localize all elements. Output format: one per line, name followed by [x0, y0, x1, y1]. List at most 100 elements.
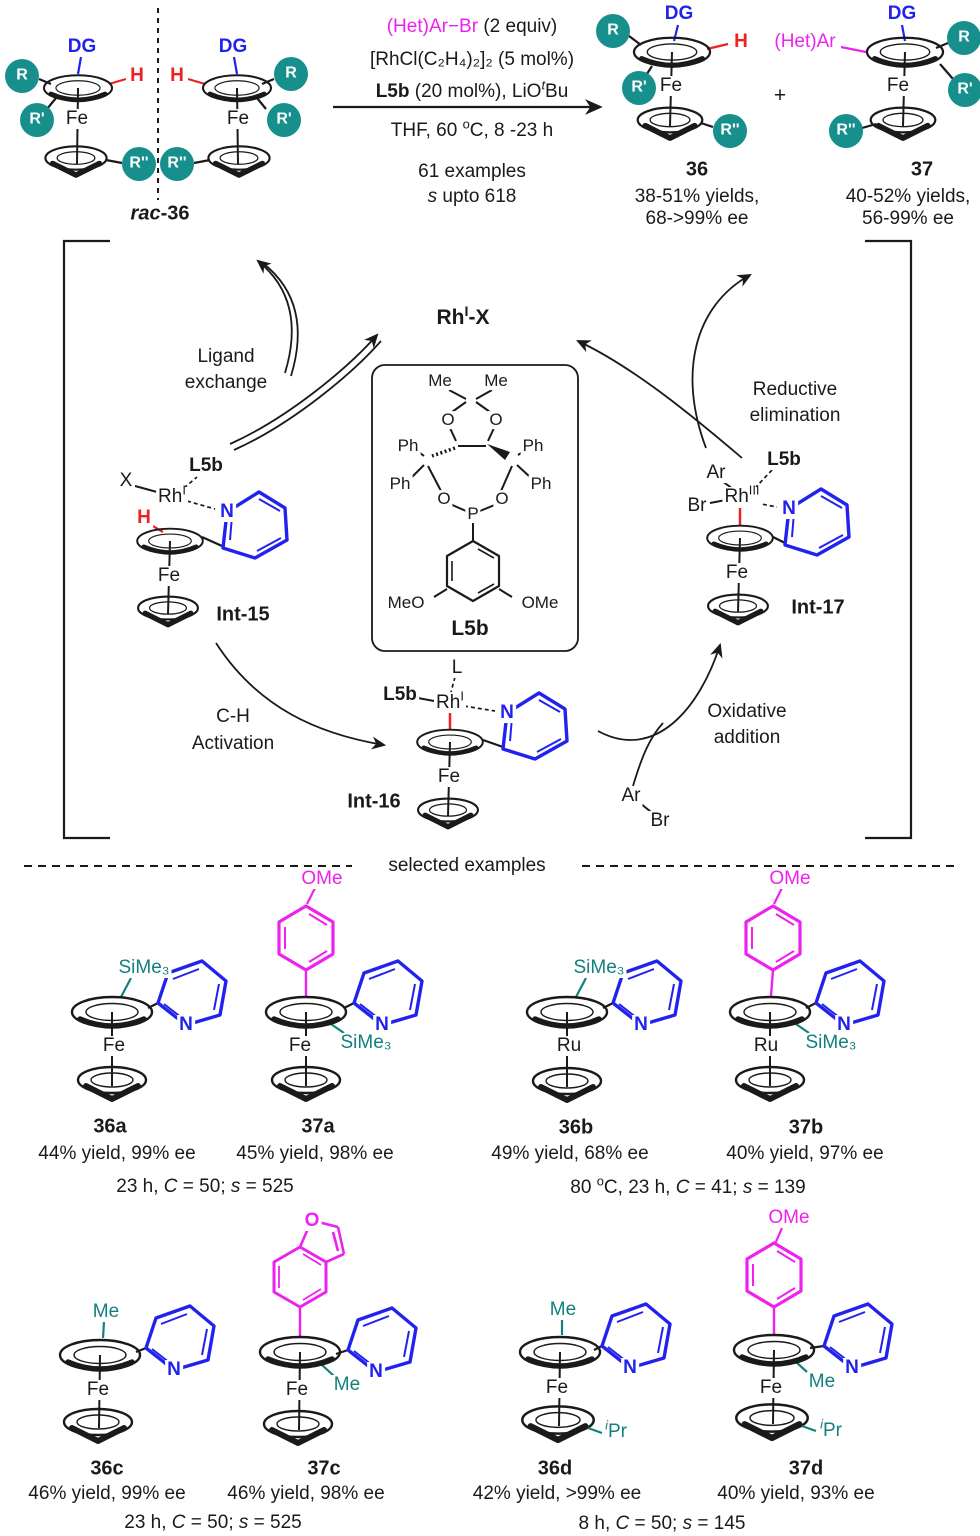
ipr-group: iPr	[603, 1417, 629, 1443]
r-dprime-substituent: R''	[720, 121, 740, 139]
ex37d-structure	[734, 1227, 894, 1438]
fe-label: Fe	[757, 1377, 785, 1399]
compound-36-id: 36	[685, 158, 709, 181]
ex36b-id: 36b	[558, 1116, 594, 1139]
fe-label: Fe	[84, 1379, 112, 1401]
left-bracket	[62, 239, 110, 840]
selected-examples-title: selected examples	[388, 855, 546, 877]
compound-36-yield: 38-51% yields,	[634, 186, 760, 208]
rac36-structures	[5, 8, 308, 200]
sime3-group: SiMe₃	[116, 957, 172, 979]
int16-caption: Int-16	[347, 790, 401, 813]
fe-label: Fe	[155, 565, 183, 587]
r-substituent: R	[285, 64, 297, 82]
r-substituent: R	[958, 28, 970, 46]
rh-x-species: RhI-X	[436, 303, 490, 329]
rh-center: RhIII	[722, 482, 762, 508]
ex36c-structure	[60, 1304, 216, 1441]
ex36c-yield: 46% yield, 99% ee	[28, 1483, 186, 1505]
p-atom: P	[465, 504, 481, 524]
ex37b-id: 37b	[788, 1116, 824, 1139]
ch-activation-step: Activation	[191, 733, 275, 755]
me-group: Me	[806, 1371, 838, 1393]
dg-label: DG	[67, 36, 97, 58]
cycle-arrows	[215, 259, 752, 787]
fe-label: Fe	[543, 1377, 571, 1399]
me-group: Me	[426, 371, 454, 391]
conditions-line3: L5b (20 mol%), LiOtBu	[375, 77, 569, 103]
conditions-line2: [RhCl(C₂H₄)₂]₂ (5 mol%)	[369, 49, 575, 71]
me-group: Me	[547, 1299, 579, 1321]
dg-label: DG	[218, 36, 248, 58]
ex37c-id: 37c	[307, 1457, 341, 1480]
o-atom: O	[439, 410, 457, 430]
n-atom: N	[780, 498, 798, 520]
ru-label: Ru	[751, 1035, 781, 1057]
n-atom: N	[373, 1014, 391, 1036]
r-dprime-substituent: R''	[167, 154, 187, 172]
ome-group: OMe	[767, 868, 813, 890]
l5b-caption: L5b	[451, 616, 489, 640]
ex36d-id: 36d	[537, 1457, 573, 1480]
ph-group: Ph	[520, 436, 546, 456]
n-atom: N	[177, 1014, 195, 1036]
r-prime-substituent: R'	[276, 110, 292, 128]
fe-label: Fe	[884, 75, 912, 97]
oxidative-addition-step: Oxidative	[707, 701, 787, 723]
ipr-group: iPr	[818, 1416, 844, 1442]
o-atom: O	[493, 489, 511, 509]
ex37a-structure	[266, 887, 424, 1099]
compound-37-yield: 40-52% yields,	[845, 186, 971, 208]
rh-center: RhI	[156, 482, 188, 508]
l5b-ligand: L5b	[187, 455, 225, 477]
dg-label: DG	[887, 3, 917, 25]
ex36a-yield: 44% yield, 99% ee	[38, 1143, 196, 1165]
fe-label: Fe	[63, 108, 91, 130]
ex36d-structure	[520, 1302, 672, 1440]
n-atom: N	[632, 1014, 650, 1036]
ex-row1-right-conditions: 80 oC, 23 h, C = 41; s = 139	[570, 1173, 806, 1199]
h-label: H	[170, 65, 184, 87]
br-ligand: Br	[685, 495, 709, 517]
right-bracket	[865, 239, 913, 840]
ex36b-yield: 49% yield, 68% ee	[491, 1143, 649, 1165]
meo-group: MeO	[385, 593, 427, 613]
fe-label: Fe	[100, 1035, 128, 1057]
x-ligand: X	[117, 470, 135, 492]
n-atom: N	[165, 1359, 183, 1381]
ar-ligand: Ar	[704, 462, 728, 484]
compound-37-id: 37	[910, 158, 934, 181]
cycle-frame	[62, 239, 913, 840]
ex37c-structure	[260, 1220, 418, 1443]
n-atom: N	[218, 501, 236, 523]
ex37d-id: 37d	[788, 1457, 824, 1480]
rac36-caption: rac-36	[130, 202, 190, 225]
ome-group: OMe	[299, 868, 345, 890]
r-prime-substituent: R'	[29, 110, 45, 128]
ex37a-id: 37a	[301, 1115, 335, 1138]
ph-group: Ph	[387, 474, 413, 494]
br-label: Br	[648, 810, 672, 832]
ch-activation-step: C-H	[216, 706, 250, 728]
ex37c-yield: 46% yield, 98% ee	[227, 1483, 385, 1505]
n-atom: N	[843, 1357, 861, 1379]
ligand-exchange-step: Ligand	[197, 346, 255, 368]
reductive-elimination-step: elimination	[749, 405, 841, 427]
plus-sign: +	[773, 83, 787, 107]
ex36a-structure	[72, 959, 228, 1099]
fe-label: Fe	[723, 562, 751, 584]
dg-label: DG	[664, 3, 694, 25]
ex36c-id: 36c	[90, 1457, 124, 1480]
product-structures	[596, 14, 980, 148]
ligand-exchange-step: exchange	[184, 372, 268, 394]
ex37a-yield: 45% yield, 98% ee	[236, 1143, 394, 1165]
r-prime-substituent: R'	[631, 78, 647, 96]
me-group: Me	[90, 1301, 122, 1323]
ex-row1-left-conditions: 23 h, C = 50; s = 525	[116, 1176, 294, 1198]
ome-group: OMe	[519, 593, 561, 613]
ph-group: Ph	[528, 474, 554, 494]
r-dprime-substituent: R''	[129, 154, 149, 172]
sime3-group: SiMe₃	[571, 957, 627, 979]
ex37b-structure	[730, 887, 886, 1099]
